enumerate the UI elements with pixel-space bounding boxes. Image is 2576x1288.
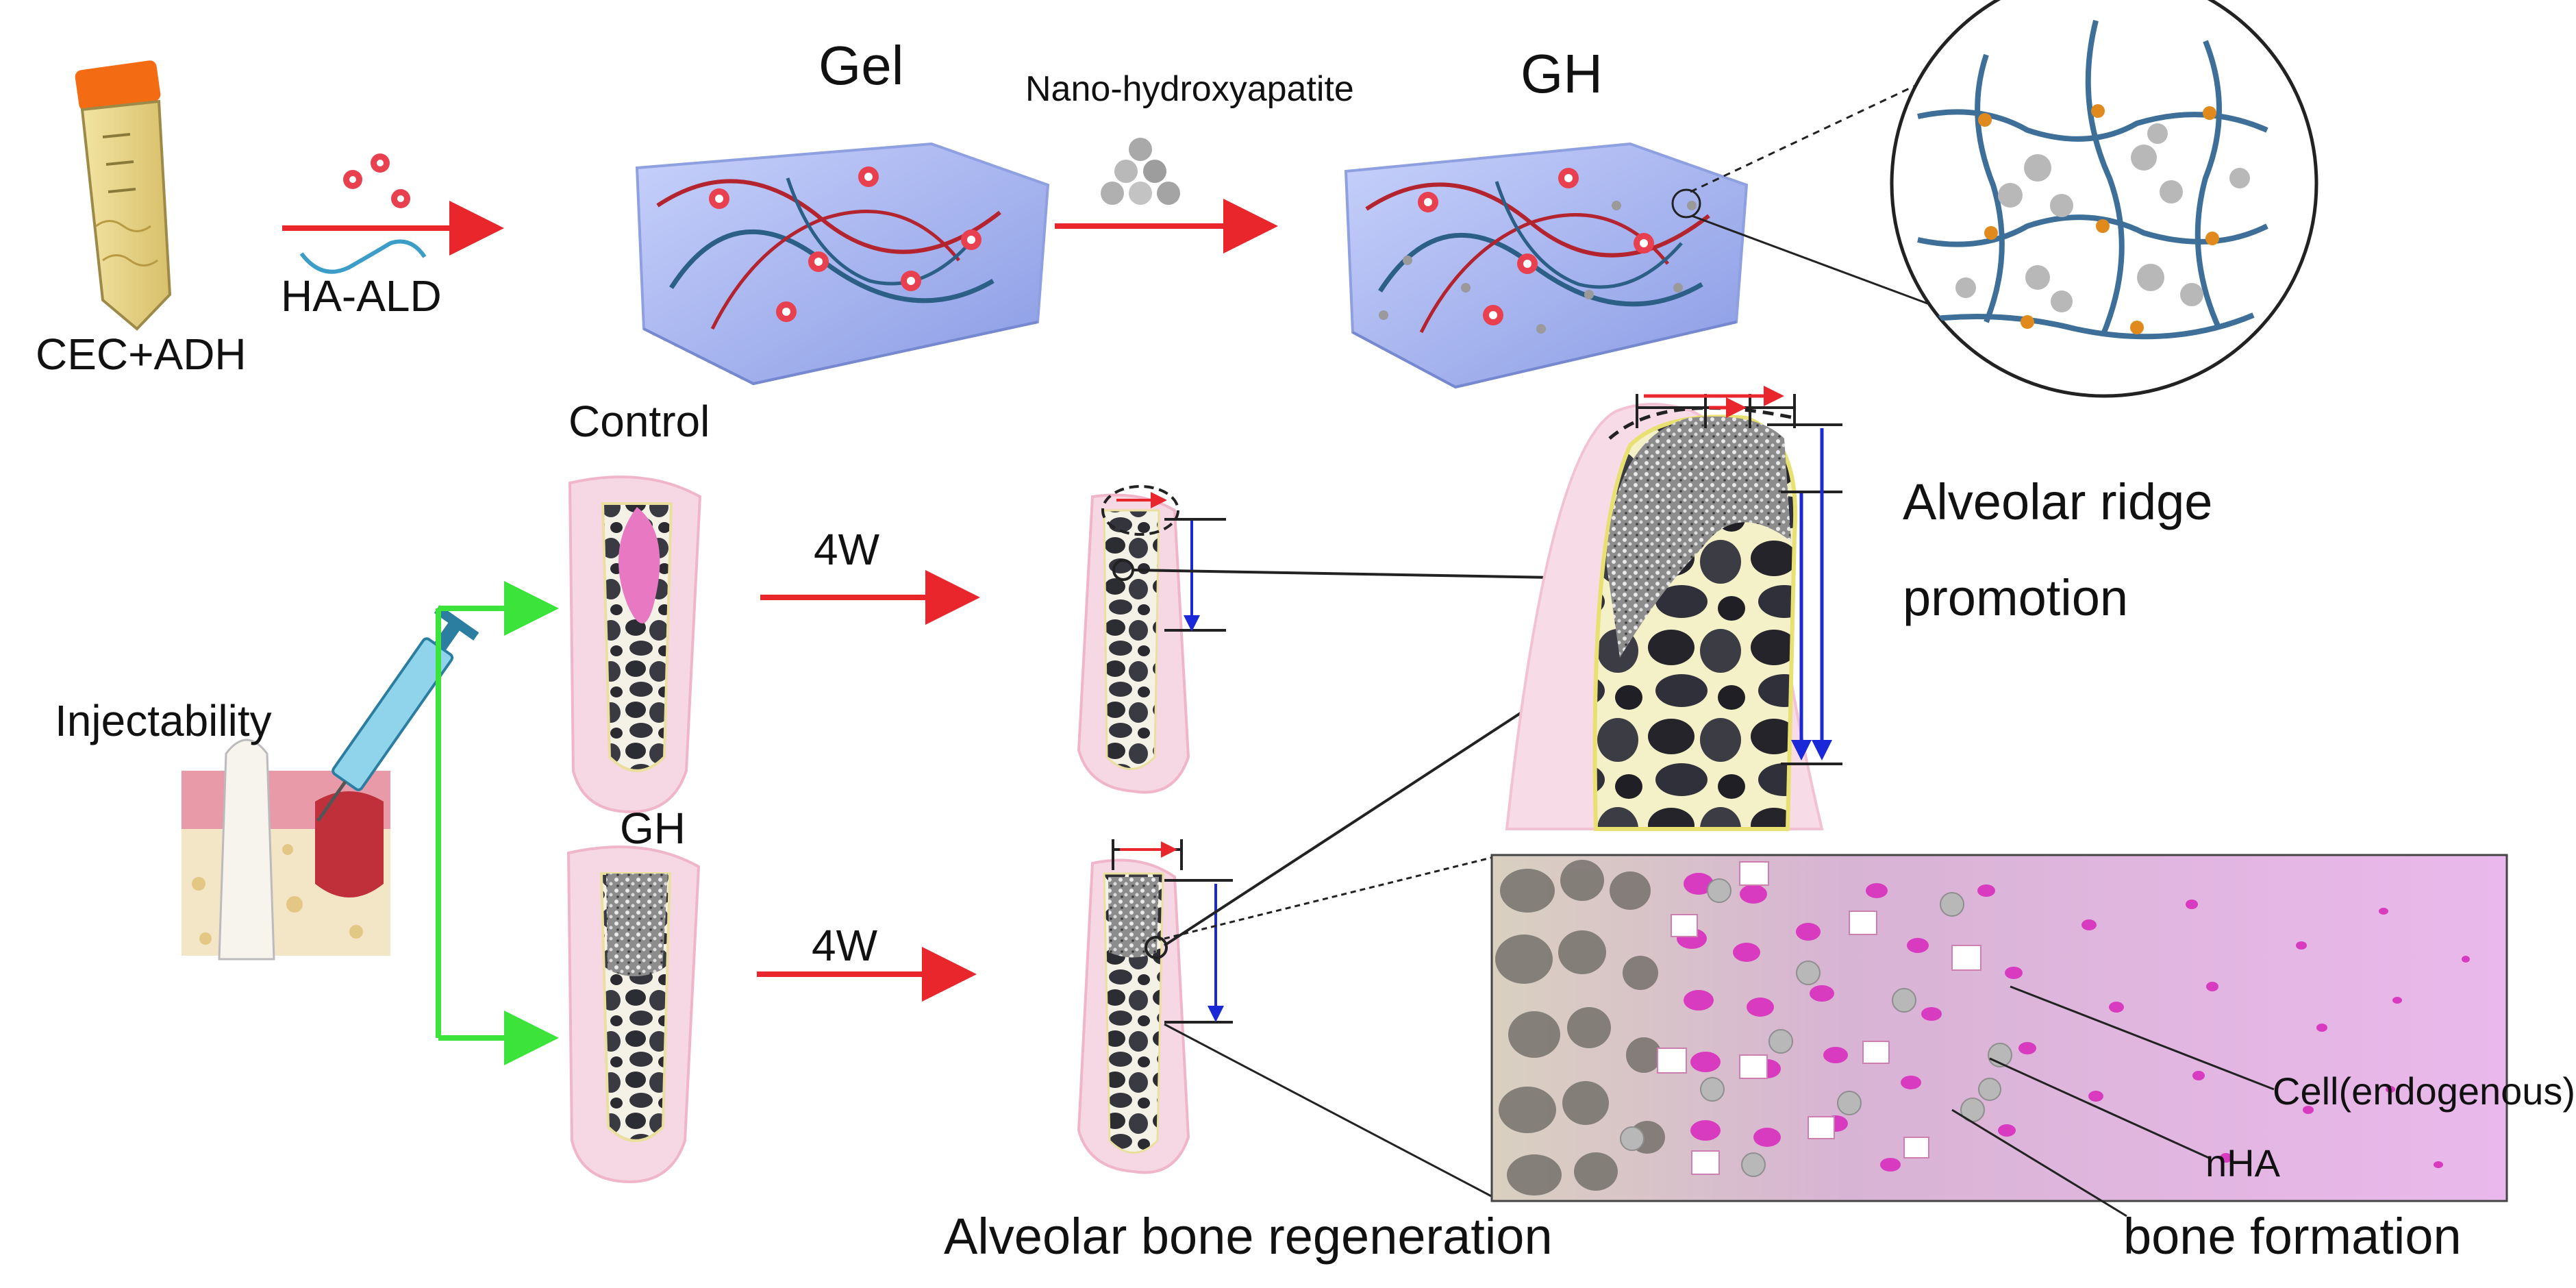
gh-4w-result — [1077, 839, 1233, 1174]
nano-hydroxyapatite-label: Nano-hydroxyapatite — [1025, 69, 1354, 109]
control-socket — [568, 475, 702, 814]
gh-socket — [566, 845, 701, 1184]
gh-hydrogel-block — [1344, 142, 1749, 389]
bone-formation-detail — [1490, 854, 2508, 1217]
gh-top-label: GH — [1521, 43, 1603, 104]
zoom-line — [1691, 214, 1960, 317]
cec-adh-label: CEC+ADH — [36, 330, 247, 379]
alveolar-ridge-enlarged — [1505, 386, 1842, 831]
nanoparticle-cluster-icon — [1101, 138, 1180, 205]
cell-endogenous-label: Cell(endogenous) — [2273, 1069, 2576, 1113]
branch-arrows — [436, 581, 559, 1065]
injectability-label: Injectability — [55, 696, 272, 745]
four-weeks-label: 4W — [812, 921, 877, 970]
control-4w-result — [1077, 485, 1226, 794]
centrifuge-tube-icon — [75, 60, 172, 331]
ha-ald-chain-icon — [299, 239, 427, 274]
bone-formation-label: bone formation — [2123, 1208, 2462, 1265]
four-weeks-label: 4W — [814, 525, 879, 574]
gh-lower-label: GH — [620, 804, 686, 853]
network-zoom-circle — [1890, 0, 2318, 398]
hydrazide-particles-icon — [343, 153, 410, 208]
gel-label: Gel — [818, 35, 904, 96]
zoom-line — [1164, 1023, 1497, 1200]
ridge-label-line2: promotion — [1903, 569, 2129, 626]
ha-ald-label: HA-ALD — [281, 271, 442, 321]
zoom-line — [1164, 855, 1497, 940]
tooth-icon — [182, 739, 390, 961]
gel-hydrogel-block — [635, 142, 1050, 386]
ridge-label-line1: Alveolar ridge — [1903, 473, 2213, 530]
nha-label: nHA — [2205, 1141, 2280, 1185]
control-label: Control — [568, 397, 710, 446]
regeneration-label: Alveolar bone regeneration — [944, 1208, 1553, 1265]
